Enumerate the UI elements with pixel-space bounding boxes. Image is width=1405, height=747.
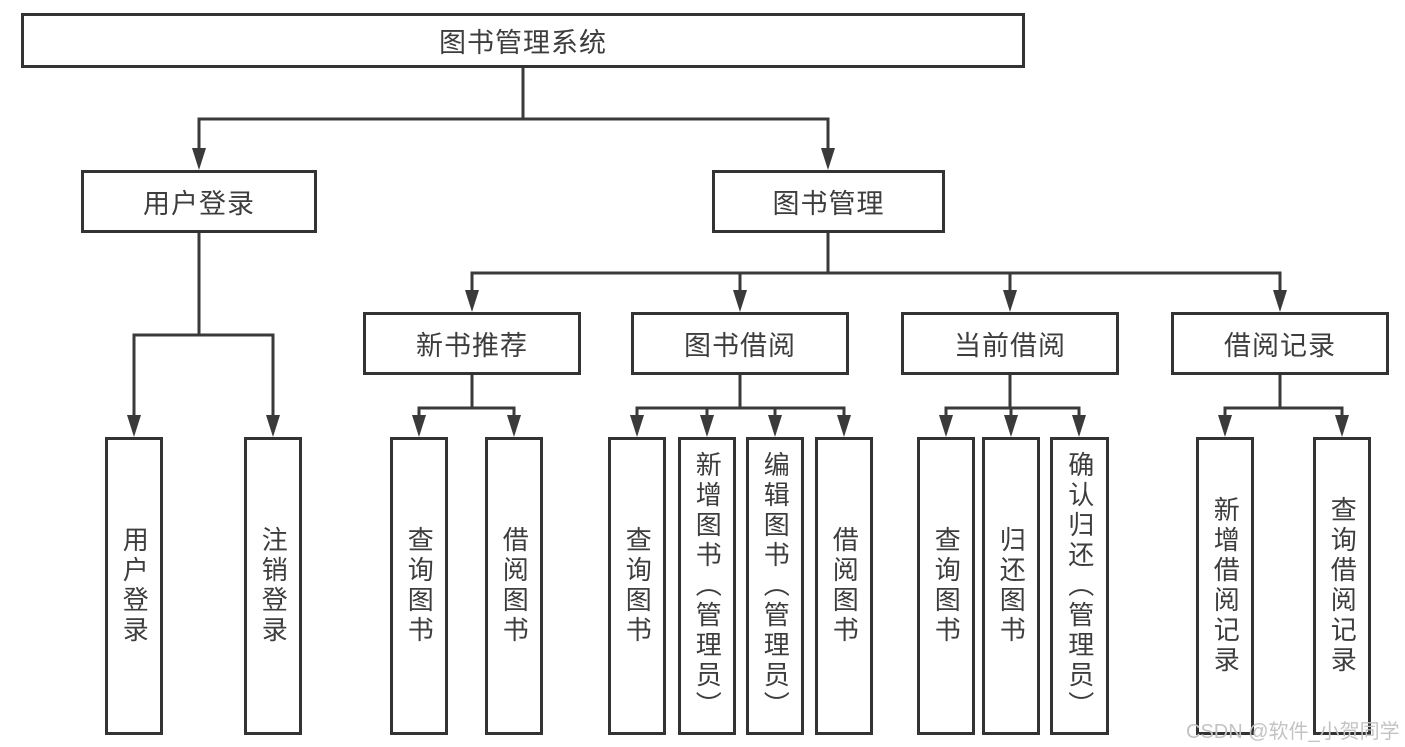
leaf-label: 注销登录: [258, 526, 289, 646]
leaf-query-books-current: 查询图书: [917, 437, 975, 735]
leaf-label: 借阅图书: [829, 526, 860, 646]
leaf-user-login: 用户登录: [105, 437, 163, 735]
node-label: 图书管理: [772, 189, 885, 219]
node-user-login: 用户登录: [81, 170, 317, 233]
leaf-label: 归还图书: [996, 526, 1027, 646]
node-book-management: 图书管理: [712, 170, 945, 233]
leaf-add-books-admin: 新增图书（管理员）: [678, 437, 736, 735]
leaf-confirm-return-admin: 确认归还（管理员）: [1050, 437, 1109, 735]
node-borrowing-records: 借阅记录: [1171, 312, 1389, 375]
node-label: 当前借阅: [954, 331, 1066, 361]
leaf-query-books: 查询图书: [390, 437, 448, 735]
leaf-label: 查询图书: [931, 526, 962, 646]
leaf-logout: 注销登录: [244, 437, 302, 735]
leaf-label: 查询借阅记录: [1327, 496, 1358, 676]
leaf-return-books: 归还图书: [982, 437, 1040, 735]
node-current-borrowing: 当前借阅: [901, 312, 1119, 375]
leaf-label: 确认归还（管理员）: [1064, 451, 1095, 721]
node-label: 用户登录: [143, 189, 255, 219]
node-book-borrowing: 图书借阅: [631, 312, 849, 375]
leaf-query-borrow-record: 查询借阅记录: [1313, 437, 1371, 735]
node-label: 借阅记录: [1224, 331, 1336, 361]
leaf-add-borrow-record: 新增借阅记录: [1196, 437, 1254, 735]
node-label: 图书借阅: [684, 331, 796, 361]
leaf-label: 新增图书（管理员）: [692, 451, 723, 721]
node-new-book-recommendation: 新书推荐: [363, 312, 581, 375]
csdn-watermark: CSDN @软件_小贺同学: [1186, 721, 1400, 743]
leaf-label: 新增借阅记录: [1210, 496, 1241, 676]
leaf-edit-books-admin: 编辑图书（管理员）: [746, 437, 804, 735]
node-label: 图书管理系统: [439, 28, 607, 58]
leaf-label: 借阅图书: [499, 526, 530, 646]
leaf-borrow-books-borrowing: 借阅图书: [815, 437, 873, 735]
leaf-query-books-borrowing: 查询图书: [608, 437, 666, 735]
leaf-label: 查询图书: [404, 526, 435, 646]
leaf-borrow-books: 借阅图书: [485, 437, 543, 735]
leaf-label: 编辑图书（管理员）: [760, 451, 791, 721]
node-label: 新书推荐: [416, 331, 528, 361]
leaf-label: 用户登录: [119, 526, 150, 646]
node-library-management-system: 图书管理系统: [21, 13, 1025, 68]
leaf-label: 查询图书: [622, 526, 653, 646]
